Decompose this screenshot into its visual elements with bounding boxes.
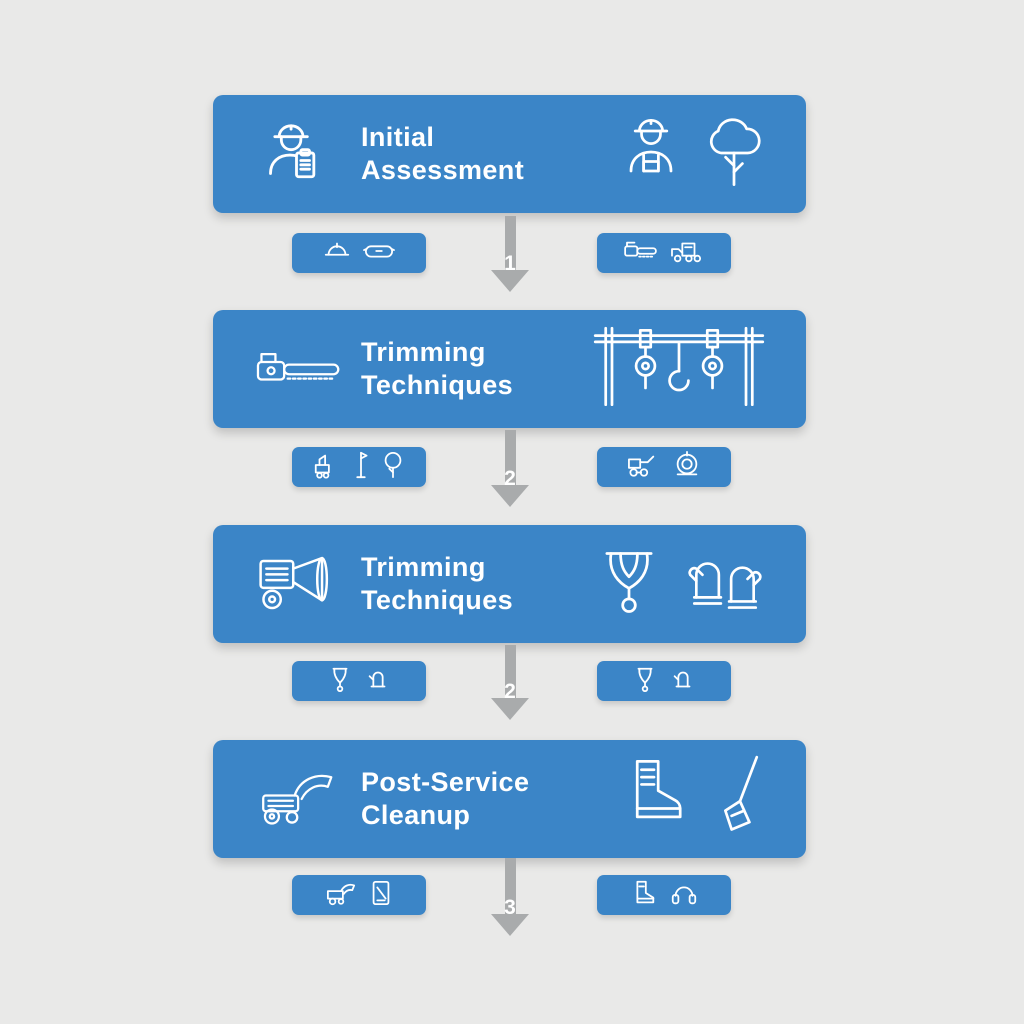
arrow-shaft <box>504 858 516 914</box>
harness-small-icon <box>326 664 354 699</box>
step-title-line2: Techniques <box>361 370 514 400</box>
arrow-shaft <box>504 645 516 698</box>
step-banner-trimming-techniques-2: Trimming Techniques <box>213 525 806 643</box>
broom-icon <box>712 753 768 846</box>
flow-arrow-4: 3 <box>490 858 530 936</box>
step-title-line1: Trimming <box>361 337 486 368</box>
step-title: Post-Service Cleanup <box>361 766 597 832</box>
step-title-line1: Initial <box>361 122 435 153</box>
safety-goggles-icon <box>362 236 396 271</box>
glove-small-icon <box>364 664 392 699</box>
equipment-chip-cleanup-right <box>597 875 731 915</box>
worker-overalls-icon <box>618 112 684 197</box>
arrow-head-icon <box>491 485 529 507</box>
equipment-chip-ppe <box>292 233 426 273</box>
step-title-line1: Post-Service <box>361 767 530 798</box>
step-title: Trimming Techniques <box>361 551 592 617</box>
equipment-chip-tools <box>597 233 731 273</box>
step-title: Initial Assessment <box>361 121 597 187</box>
equipment-chip-trim-tools <box>292 447 426 487</box>
glove-small-icon <box>669 664 697 699</box>
step-banner-initial-assessment: Initial Assessment <box>213 95 806 213</box>
arrow-head-icon <box>491 698 529 720</box>
lift-equipment-icon <box>312 450 342 485</box>
step-title-line1: Trimming <box>361 552 486 583</box>
boot-small-icon <box>628 878 658 913</box>
chipper-machine-icon <box>251 757 347 841</box>
equipment-chip-safety-gear-left <box>292 661 426 701</box>
step-title-line2: Assessment <box>361 155 525 185</box>
step-banner-post-service-cleanup: Post-Service Cleanup <box>213 740 806 858</box>
equipment-chip-machinery <box>597 447 731 487</box>
checklist-tablet-icon <box>368 878 394 913</box>
wheeled-loader-icon <box>625 450 661 485</box>
arrow-step-number: 2 <box>504 467 516 490</box>
arrow-step-number: 3 <box>504 896 516 919</box>
flow-arrow-2: 2 <box>490 430 530 507</box>
ear-protection-icon <box>668 878 700 913</box>
harness-small-icon <box>631 664 659 699</box>
gloves-icon <box>682 543 768 626</box>
hose-reel-icon <box>671 450 703 485</box>
rigging-pulleys-icon <box>590 323 768 416</box>
flow-arrow-3: 2 <box>490 645 530 720</box>
arrow-shaft <box>504 216 516 270</box>
worker-clipboard-icon <box>251 115 347 193</box>
chainsaw-icon <box>251 336 347 402</box>
arrow-head-icon <box>491 270 529 292</box>
arrow-head-icon <box>491 914 529 936</box>
arrow-step-number: 1 <box>504 252 516 275</box>
step-title: Trimming Techniques <box>361 336 590 402</box>
work-boot-icon <box>612 753 696 846</box>
tree-icon <box>700 111 768 198</box>
arrow-step-number: 2 <box>504 680 516 703</box>
arrow-shaft <box>504 430 516 485</box>
harness-icon <box>592 543 666 626</box>
equipment-chip-cleanup-left <box>292 875 426 915</box>
step-banner-trimming-techniques-1: Trimming Techniques <box>213 310 806 428</box>
step-title-line2: Cleanup <box>361 800 471 830</box>
hard-hat-icon <box>322 236 352 271</box>
step-title-line2: Techniques <box>361 585 514 615</box>
flow-arrow-1: 1 <box>490 216 530 292</box>
pole-saw-icon <box>352 450 370 485</box>
small-tree-icon <box>380 450 406 485</box>
loader-truck-icon <box>669 236 705 271</box>
wood-chipper-icon <box>251 542 347 626</box>
equipment-chip-safety-gear-right <box>597 661 731 701</box>
chainsaw-small-icon <box>623 237 659 270</box>
mower-small-icon <box>324 878 358 913</box>
